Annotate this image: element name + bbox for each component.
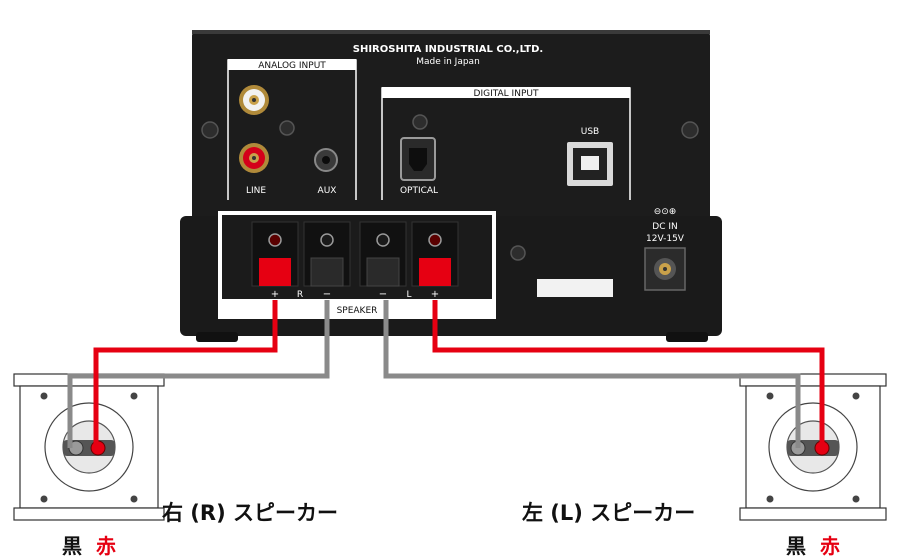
channel-l-label: L (406, 290, 411, 300)
amp-foot-left (196, 332, 238, 342)
dc-jack (644, 247, 686, 291)
channel-r-label: R (297, 290, 303, 300)
terminal-l-minus-sign: − (379, 289, 387, 300)
right-speaker-driver-outline (44, 402, 134, 492)
optical-label: OPTICAL (400, 186, 438, 196)
left-speaker-title: 左 (L) スピーカー (522, 501, 696, 525)
made-in-text: Made in Japan (416, 57, 480, 67)
terminal-r-minus-sign: − (323, 289, 331, 300)
wire-right-negative (67, 300, 330, 448)
right-red-label: 赤 (96, 534, 116, 558)
rca-red-jack (239, 143, 269, 173)
amp-foot-right (666, 332, 708, 342)
terminal-l-plus (411, 221, 459, 287)
terminal-r-minus (303, 221, 351, 287)
line-label: LINE (246, 186, 266, 196)
left-speaker-driver-outline (768, 402, 858, 492)
serial-label-plate (537, 279, 613, 297)
wire-right-positive (93, 300, 278, 448)
terminal-l-minus (359, 221, 407, 287)
dc-polarity-symbol: ⊖⊙⊕ (654, 207, 677, 217)
speaker-title: SPEAKER (337, 306, 378, 316)
amplifier: SHIROSHITA INDUSTRIAL CO.,LTD. Made in J… (180, 30, 722, 342)
maker-name: SHIROSHITA INDUSTRIAL CO.,LTD. (353, 44, 543, 55)
speaker-wires (67, 300, 825, 448)
usb-port (567, 142, 613, 186)
digital-input-panel: DIGITAL INPUT OPTICAL USB (381, 87, 631, 200)
wire-left-positive (432, 300, 825, 448)
right-speaker (13, 373, 165, 521)
left-red-label: 赤 (820, 534, 840, 558)
terminal-r-plus-sign: + (271, 289, 279, 300)
right-speaker-title: 右 (R) スピーカー (162, 501, 338, 525)
terminal-l-plus-sign: + (431, 289, 439, 300)
left-black-label: 黒 (786, 534, 806, 558)
usb-label: USB (581, 127, 599, 137)
left-speaker (739, 373, 887, 521)
wire-left-negative (383, 300, 801, 448)
analog-input-title: ANALOG INPUT (258, 61, 326, 71)
aux-jack (314, 148, 338, 172)
dc-in-label: DC IN (652, 222, 677, 232)
dc-voltage-label: 12V-15V (646, 234, 685, 244)
aux-label: AUX (318, 186, 337, 196)
optical-port (400, 137, 436, 181)
speaker-panel: SPEAKER (218, 211, 496, 319)
dc-in-section: ⊖⊙⊕ DC IN 12V-15V (644, 207, 686, 291)
terminal-r-plus (251, 221, 299, 287)
rca-white-jack (239, 85, 269, 115)
analog-input-panel: ANALOG INPUT LINE AUX (227, 59, 357, 200)
digital-input-title: DIGITAL INPUT (474, 89, 539, 99)
right-black-label: 黒 (62, 534, 82, 558)
